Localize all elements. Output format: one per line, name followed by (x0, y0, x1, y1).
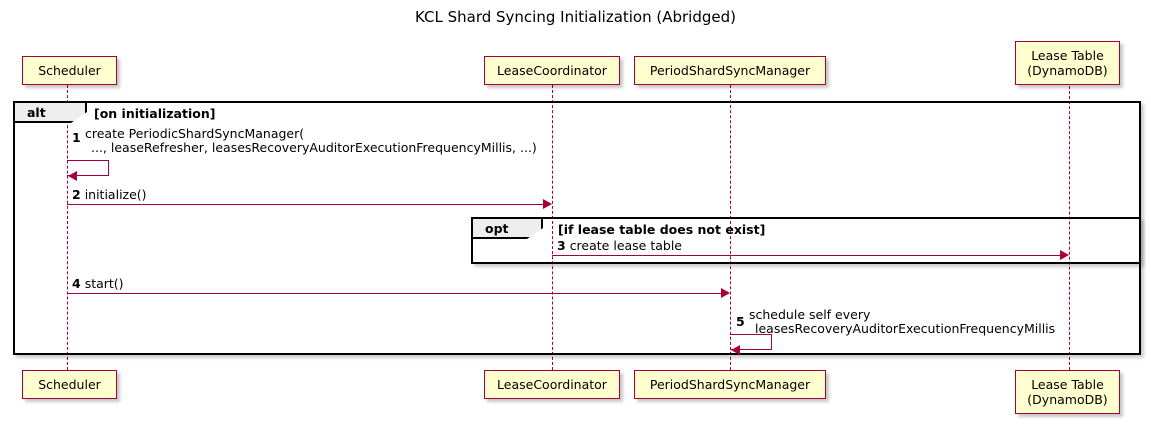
participant-lease-coordinator-top[interactable]: LeaseCoordinator (484, 56, 620, 85)
message-4-label: 4 start() (72, 277, 124, 291)
page-title: KCL Shard Syncing Initialization (Abridg… (415, 8, 736, 26)
participant-lease-coordinator-bottom[interactable]: LeaseCoordinator (484, 370, 620, 399)
message-2-line1: initialize() (84, 187, 147, 202)
message-1-label: 1 (72, 131, 81, 145)
message-5-arrowhead (731, 345, 740, 355)
participant-scheduler-top[interactable]: Scheduler (22, 56, 117, 85)
message-1-self-loop (67, 160, 109, 176)
participant-period-shard-sync-manager-top[interactable]: PeriodShardSyncManager (634, 56, 826, 85)
message-4-arrowhead (721, 288, 730, 298)
lifeline-period-shard-sync-manager (730, 85, 731, 370)
participant-scheduler-bottom[interactable]: Scheduler (22, 370, 117, 399)
message-2-label: 2 initialize() (72, 188, 147, 202)
participant-label: PeriodShardSyncManager (649, 63, 811, 78)
fragment-opt (471, 217, 1141, 264)
participant-label: Scheduler (38, 377, 101, 392)
message-2-arrowhead (543, 199, 552, 209)
message-1-text: create PeriodicShardSyncManager( ..., le… (85, 127, 537, 155)
participant-label: Scheduler (38, 63, 101, 78)
participant-label: LeaseCoordinator (497, 377, 607, 392)
message-2-line (67, 204, 544, 205)
fragment-opt-condition: [if lease table does not exist] (558, 222, 766, 237)
message-5-text: schedule self every leasesRecoveryAudito… (749, 308, 1055, 336)
message-3-number: 3 (557, 238, 566, 253)
lifeline-lease-table (1069, 86, 1070, 370)
participant-label: PeriodShardSyncManager (649, 377, 811, 392)
participant-sublabel: (DynamoDB) (1027, 392, 1108, 407)
message-1-arrowhead (68, 171, 77, 181)
participant-sublabel: (DynamoDB) (1027, 63, 1108, 78)
message-5-self-loop (730, 334, 772, 350)
message-3-arrowhead (1060, 250, 1069, 260)
fragment-alt-condition: [on initialization] (94, 106, 216, 121)
message-1-line1: create PeriodicShardSyncManager( (85, 126, 305, 141)
message-3-line1: create lease table (569, 238, 682, 253)
message-5-number: 5 (736, 314, 745, 329)
message-4-line1: start() (84, 276, 124, 291)
lifeline-lease-coordinator (552, 85, 553, 370)
participant-label: Lease Table (1031, 48, 1104, 63)
participant-label: Lease Table (1031, 377, 1104, 392)
participant-lease-table-bottom[interactable]: Lease Table (DynamoDB) (1015, 370, 1120, 414)
message-1-line2: ..., leaseRefresher, leasesRecoveryAudit… (91, 140, 537, 155)
message-5-label: 5 (736, 315, 745, 329)
message-4-number: 4 (72, 276, 81, 291)
message-3-label: 3 create lease table (557, 239, 682, 253)
message-3-line (552, 255, 1061, 256)
message-2-number: 2 (72, 187, 81, 202)
lifeline-scheduler (67, 85, 68, 370)
message-5-line2: leasesRecoveryAuditorExecutionFrequencyM… (755, 321, 1056, 336)
message-4-line (67, 293, 722, 294)
message-5-line1: schedule self every (749, 307, 871, 322)
participant-period-shard-sync-manager-bottom[interactable]: PeriodShardSyncManager (634, 370, 826, 399)
participant-lease-table-top[interactable]: Lease Table (DynamoDB) (1015, 41, 1120, 85)
message-1-number: 1 (72, 130, 81, 145)
participant-label: LeaseCoordinator (497, 63, 607, 78)
